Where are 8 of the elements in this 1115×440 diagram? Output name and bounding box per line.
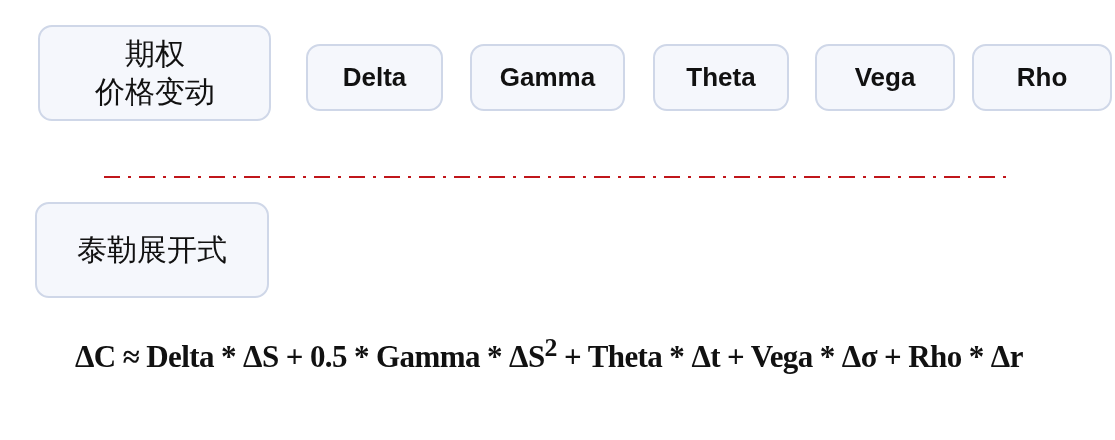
formula: ΔC ≈ Delta * ΔS + 0.5 * Gamma * ΔS$^{2}$ + Theta * Δt + Vega * Δσ + Rho * Δr (75, 333, 1023, 376)
term-box: Gamma (470, 44, 625, 111)
term-box: Rho (972, 44, 1112, 111)
term-box: Delta (306, 44, 443, 111)
term-box: Theta (653, 44, 789, 111)
concept-box: 期权价格变动 (38, 25, 271, 121)
concept-box: 泰勒展开式 (35, 202, 269, 298)
term-box: Vega (815, 44, 955, 111)
